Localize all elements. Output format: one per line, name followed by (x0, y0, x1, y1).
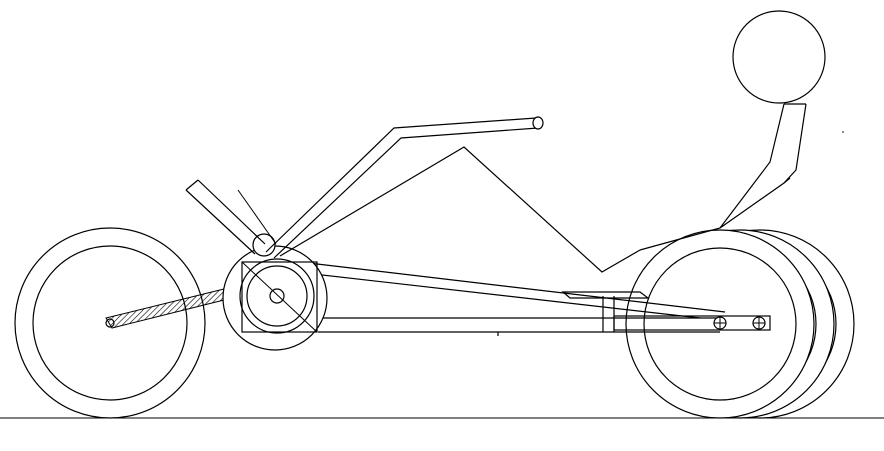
rider-torso (639, 103, 807, 251)
crank-assembly (222, 245, 328, 351)
stray-dot (842, 131, 844, 133)
front-wheel-tire-inner (32, 245, 188, 401)
handlebar-grip (532, 116, 544, 130)
chainring-inner (246, 265, 308, 327)
main-frame (295, 261, 771, 336)
rear-wheel-front-tire-inner (643, 247, 797, 401)
chainring-middle (239, 258, 315, 334)
handlebar (265, 116, 544, 259)
crank-housing (241, 261, 318, 333)
rider-head (732, 10, 826, 104)
headset-circle (252, 233, 276, 257)
rear-axle-bolts (713, 316, 766, 330)
rider-legs (279, 146, 641, 273)
drive-chain (105, 287, 233, 329)
steering-stem (185, 179, 277, 255)
front-wheel-tire-outer (14, 227, 206, 419)
crank-spindle (269, 288, 285, 304)
